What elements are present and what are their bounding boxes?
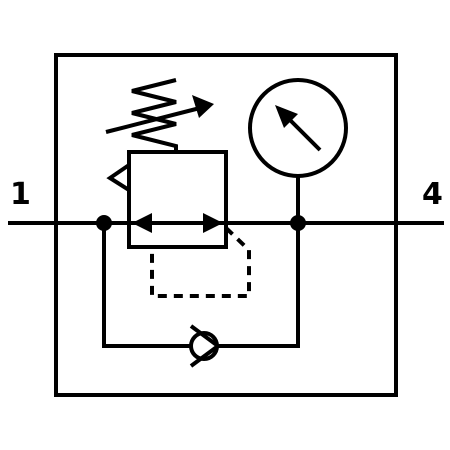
pressure-gauge (248, 78, 348, 223)
port-label-inlet: 1 (10, 177, 31, 212)
pressure-regulator (105, 78, 251, 298)
bypass-line-left (102, 223, 190, 348)
adjustable-spring-icon (105, 78, 214, 152)
port-label-outlet: 4 (422, 177, 443, 212)
regulator-flow-arrows-icon (132, 213, 223, 233)
gauge-needle-icon (275, 105, 322, 152)
regulator-body (127, 150, 228, 249)
pilot-dashed-line (150, 226, 251, 298)
pilot-triangle-icon (106, 163, 131, 192)
bypass-line-right (218, 223, 300, 348)
check-valve-icon (189, 324, 220, 368)
